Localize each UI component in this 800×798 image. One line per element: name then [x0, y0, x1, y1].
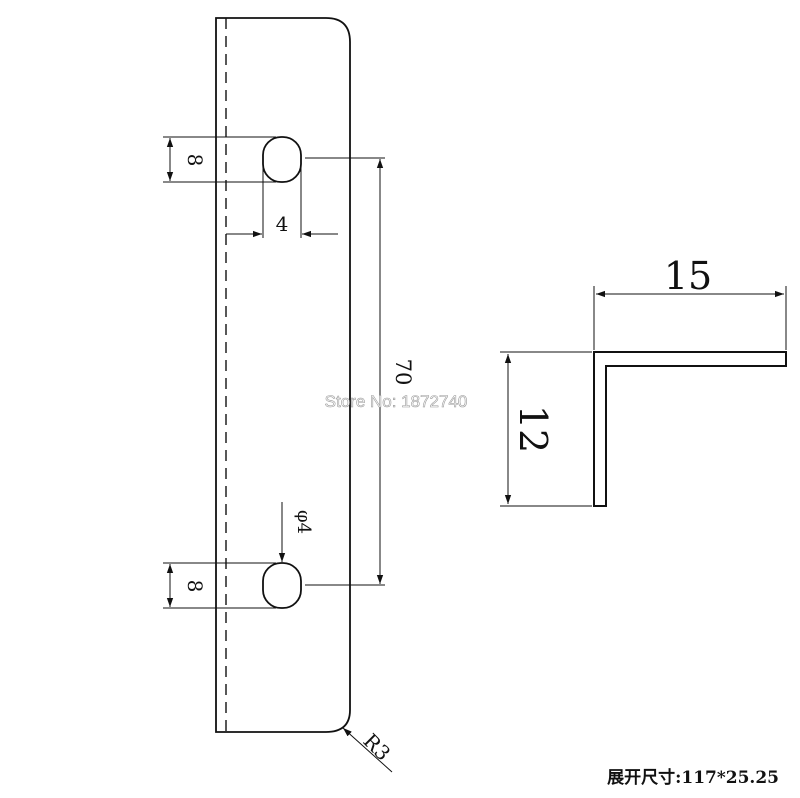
angle-profile-view: 15 12	[500, 254, 787, 507]
hole-diameter-label: φ4	[293, 510, 314, 534]
top-slot-hole	[262, 136, 302, 183]
hole-spacing-dimension	[305, 157, 385, 586]
corner-radius-leader	[342, 727, 393, 773]
top-hole-height-label: 8	[183, 154, 207, 167]
hole-width-label: 4	[276, 212, 289, 236]
unfolded-size-text: 展开尺寸:117*25.25	[607, 767, 779, 788]
flange-height-dimension	[500, 351, 592, 507]
corner-radius-label: R3	[359, 729, 396, 766]
store-watermark: Store No: 1872740	[325, 392, 468, 411]
plate-outline	[215, 17, 351, 733]
bottom-hole-height-dimension	[163, 562, 276, 609]
bottom-slot-hole	[262, 562, 302, 609]
hole-spacing-label: 70	[391, 359, 415, 386]
flange-width-label: 15	[664, 254, 712, 298]
flange-width-dimension	[593, 286, 787, 350]
flange-height-label: 12	[511, 405, 555, 453]
bottom-hole-height-label: 8	[183, 580, 207, 593]
hole-width-dimension	[226, 158, 338, 238]
top-hole-height-dimension	[163, 136, 276, 183]
angle-profile-outline	[593, 351, 787, 507]
plate-front-view: 8 4 70 φ4 8 R3	[163, 17, 415, 773]
